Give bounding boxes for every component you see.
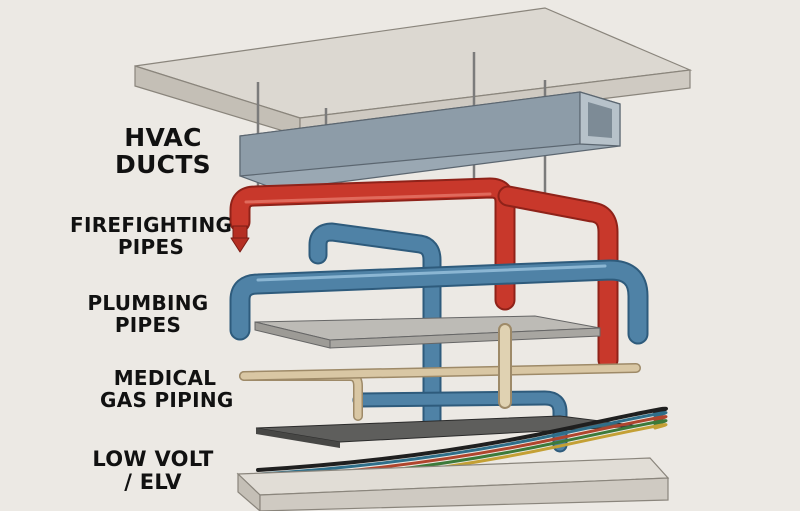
label-hvac-ducts: HVAC DUCTS [108, 124, 218, 178]
firefighting-pipes [229, 177, 619, 371]
medical-gas-piping [239, 323, 641, 421]
cable-tray [254, 315, 601, 349]
hvac-duct [239, 91, 621, 191]
label-firefighting-line1: FIREFIGHTING [70, 213, 233, 237]
label-low-volt-line1: LOW VOLT [92, 447, 214, 471]
label-low-volt-elv: LOW VOLT / ELV [88, 448, 218, 493]
label-firefighting-line2: PIPES [117, 234, 185, 259]
label-plumbing-pipes: PLUMBING PIPES [78, 291, 218, 337]
label-medical-gas-line1: MEDICAL [113, 366, 217, 390]
label-hvac-line2: DUCTS [115, 150, 211, 179]
label-plumbing-line1: PLUMBING [87, 291, 209, 315]
plumbing-pipes [229, 222, 649, 453]
sprinkler-head-icon [230, 225, 250, 253]
label-firefighting-pipes: FIREFIGHTING PIPES [70, 213, 233, 259]
label-medical-gas-piping: MEDICAL GAS PIPING [100, 366, 234, 412]
label-plumbing-line2: PIPES [114, 312, 182, 337]
floor-slab [236, 457, 670, 511]
label-hvac-line1: HVAC [124, 123, 202, 152]
label-medical-gas-line2: GAS PIPING [100, 387, 234, 412]
label-low-volt-line2: / ELV [124, 469, 182, 494]
